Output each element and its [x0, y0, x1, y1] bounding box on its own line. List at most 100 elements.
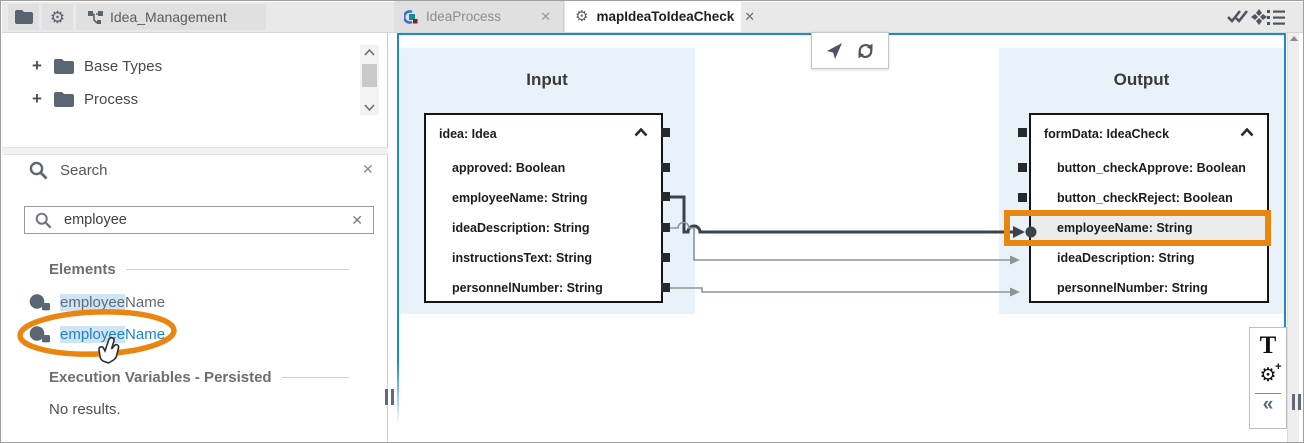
input-port[interactable]: [1018, 193, 1027, 202]
search-icon: [35, 212, 52, 228]
output-field-row[interactable]: ideaDescription: String: [1057, 251, 1195, 265]
schema-header-label: formData: IdeaCheck: [1044, 127, 1170, 141]
close-search-icon[interactable]: ✕: [362, 161, 374, 177]
input-schema-header[interactable]: idea: Idea: [426, 115, 661, 153]
collapse-chevron-icon[interactable]: [1240, 128, 1254, 137]
list-icon: [1267, 9, 1285, 25]
canvas-toolbar: [811, 32, 889, 69]
gear-add-button[interactable]: ⚙+: [1259, 362, 1281, 386]
folder-icon: [54, 91, 74, 107]
rest-text: Name: [125, 325, 166, 343]
search-header: Search: [29, 161, 108, 180]
output-port[interactable]: [661, 192, 670, 201]
sidebar-panel: + Base Types + Process: [2, 33, 388, 442]
project-tab[interactable]: Idea_Management: [76, 4, 266, 30]
scroll-up-icon[interactable]: [1290, 36, 1298, 41]
collapse-panel-button[interactable]: «: [1262, 394, 1274, 415]
process-model-icon: [88, 10, 103, 24]
schema-header-label: idea: Idea: [439, 127, 497, 141]
tab-mapideatoideacheck[interactable]: ⚙ mapIdeaToIdeaCheck ✕: [565, 1, 755, 32]
refresh-icon[interactable]: [856, 42, 875, 60]
tree-item-process[interactable]: + Process: [30, 86, 138, 112]
connections-cross-icon: [1251, 9, 1267, 25]
tab-label: mapIdeaToIdeaCheck: [596, 9, 735, 24]
left-splitter-handle[interactable]: [385, 389, 394, 405]
output-port[interactable]: [661, 253, 670, 262]
connection-employeename[interactable]: [666, 195, 1013, 234]
output-port[interactable]: [661, 163, 670, 172]
collapse-chevron-icon[interactable]: [634, 128, 648, 137]
tree-item-label: Process: [84, 90, 139, 108]
output-field-row[interactable]: personnelNumber: String: [1057, 281, 1208, 295]
output-field-row[interactable]: button_checkApprove: Boolean: [1057, 161, 1246, 175]
section-title: Execution Variables - Persisted: [49, 369, 272, 386]
close-icon[interactable]: ✕: [540, 8, 551, 24]
element-label: employeeName: [60, 293, 166, 311]
tab-ideaprocess[interactable]: IdeaProcess ✕: [394, 1, 564, 32]
auto-connect-button[interactable]: [1248, 7, 1270, 27]
output-port[interactable]: [661, 128, 670, 137]
input-field-row[interactable]: employeeName: String: [452, 191, 588, 205]
output-field-row[interactable]: button_checkReject: Boolean: [1057, 191, 1233, 205]
expand-icon[interactable]: +: [32, 56, 42, 75]
scroll-down-icon[interactable]: [364, 104, 375, 111]
tree-item-label: Base Types: [84, 57, 163, 75]
connection-personnelnumber[interactable]: [666, 287, 1010, 293]
process-diagram-icon: [404, 9, 418, 24]
project-tab-label: Idea_Management: [110, 9, 227, 25]
canvas-border: [397, 33, 399, 425]
input-field-row[interactable]: personnelNumber: String: [452, 281, 603, 295]
scrollbar-thumb[interactable]: [362, 64, 377, 87]
search-input[interactable]: [62, 211, 342, 229]
search-result-employeename-1[interactable]: employeeName: [29, 291, 165, 313]
section-title: Elements: [49, 261, 116, 278]
gear-icon: ⚙: [1259, 365, 1277, 386]
output-schema-box: formData: IdeaCheck button_checkApprove:…: [1029, 113, 1269, 303]
validate-button[interactable]: [1227, 7, 1249, 27]
canvas-border: [1284, 33, 1286, 425]
no-results-text: No results.: [49, 401, 121, 418]
tree-item-base-types[interactable]: + Base Types: [30, 53, 162, 79]
input-port[interactable]: [1018, 163, 1027, 172]
close-icon[interactable]: ✕: [744, 8, 756, 24]
output-schema-header[interactable]: formData: IdeaCheck: [1031, 115, 1267, 153]
input-field-row[interactable]: ideaDescription: String: [452, 221, 590, 235]
output-port[interactable]: [661, 283, 670, 292]
match-text: employee: [60, 293, 126, 311]
elements-section-header: Elements: [49, 261, 349, 278]
output-field-row-highlighted[interactable]: employeeName: String: [1031, 213, 1267, 243]
canvas-tools-panel: T ⚙+ «: [1249, 327, 1287, 429]
double-check-icon: [1227, 10, 1249, 23]
input-schema-box: idea: Idea approved: Boolean employeeNam…: [424, 113, 663, 303]
expand-icon[interactable]: +: [32, 89, 42, 108]
element-variable-icon: [29, 325, 50, 342]
folder-icon: [14, 10, 33, 24]
canvas-scrollbar[interactable]: [1287, 33, 1299, 442]
tab-label: IdeaProcess: [426, 9, 502, 24]
text-tool-button[interactable]: T: [1259, 332, 1277, 359]
search-panel-title: Search: [60, 162, 108, 179]
search-field-wrapper[interactable]: ✕: [24, 206, 374, 234]
open-folder-button[interactable]: [8, 4, 39, 30]
element-variable-icon: [29, 293, 50, 310]
input-field-row[interactable]: approved: Boolean: [452, 161, 566, 175]
plus-icon: +: [1275, 361, 1282, 373]
output-port[interactable]: [661, 223, 670, 232]
input-port[interactable]: [1018, 128, 1027, 137]
match-text: employee: [60, 325, 126, 343]
input-column-title: Input: [526, 70, 568, 89]
scroll-up-icon[interactable]: [364, 49, 375, 56]
connection-ideadescription[interactable]: [666, 221, 1010, 261]
clear-search-icon[interactable]: ✕: [351, 211, 363, 228]
mapping-list-button[interactable]: [1265, 7, 1287, 27]
auto-map-arrow-icon[interactable]: [825, 42, 843, 60]
right-splitter-handle[interactable]: [1292, 394, 1301, 410]
divider: [281, 377, 349, 378]
input-field-row[interactable]: instructionsText: String: [452, 251, 593, 265]
search-result-employeename-2[interactable]: employeeName: [29, 323, 165, 345]
rest-text: Name: [125, 293, 166, 311]
settings-button[interactable]: ⚙: [42, 4, 73, 30]
orange-highlight-annotation: [1004, 210, 1271, 246]
tree-scrollbar[interactable]: [360, 45, 379, 115]
